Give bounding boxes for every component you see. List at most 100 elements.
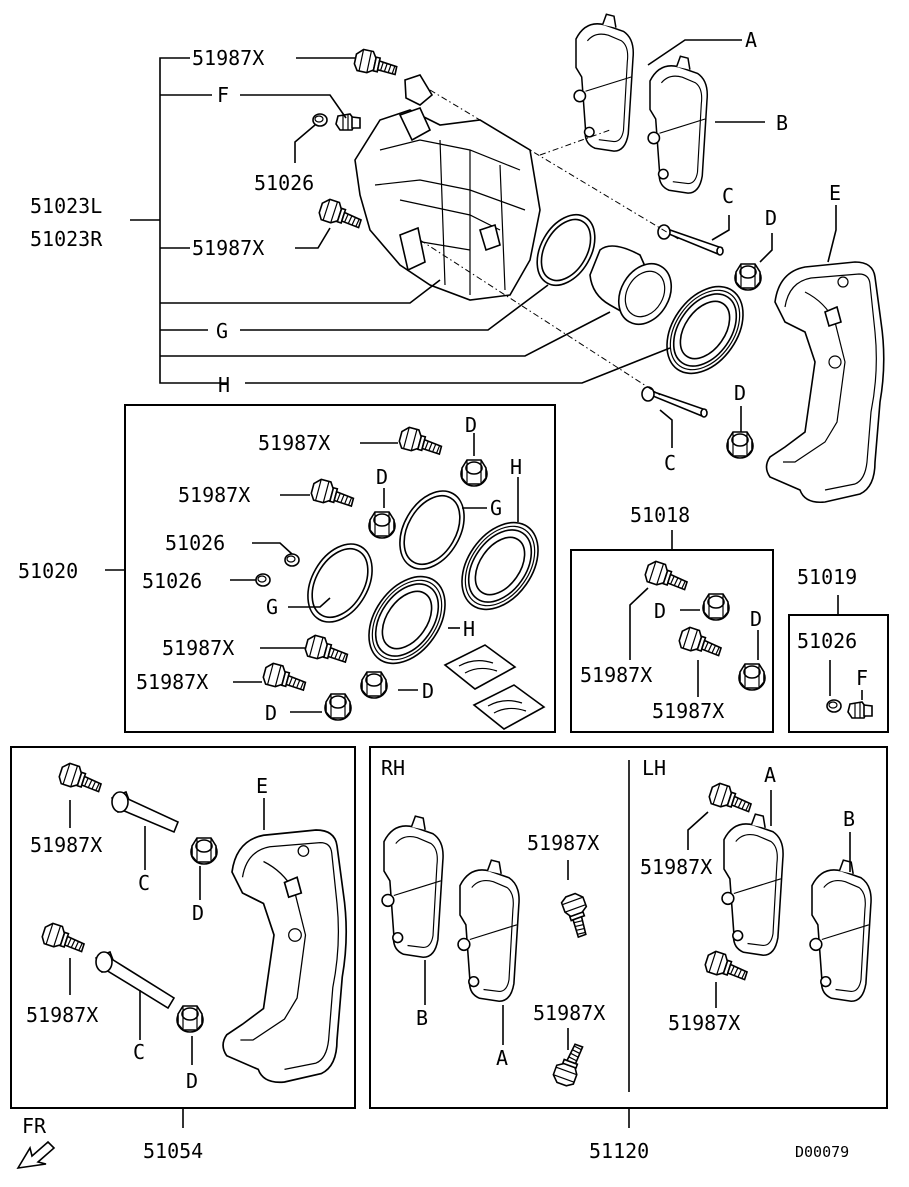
label-bracket-kit: 51054: [143, 1139, 203, 1163]
label-f: F: [856, 666, 868, 690]
bolt-icon: [316, 196, 365, 233]
bleeder-cap-icon: [312, 113, 328, 127]
nut-icon: [190, 837, 218, 865]
label-d: D: [186, 1069, 198, 1093]
label-bolt: 51987X: [26, 1003, 98, 1027]
label-b: B: [843, 807, 855, 831]
label-bleeder-cap: 51026: [165, 531, 225, 555]
brake-pad-rh-b: [381, 815, 444, 959]
bolt-icon: [302, 633, 351, 667]
bleeder-screw-icon: [335, 113, 361, 131]
front-indicator: FR: [16, 1114, 56, 1170]
seal-ring-icon: [385, 478, 479, 582]
label-d: D: [192, 901, 204, 925]
label-bolt: 51987X: [192, 46, 264, 70]
label-b: B: [776, 111, 788, 135]
label-seal-kit: 51020: [18, 559, 78, 583]
bleeder-screw-icon: [847, 701, 873, 719]
label-a: A: [496, 1046, 508, 1070]
bolt-icon: [352, 47, 400, 80]
bolt-icon: [308, 477, 357, 511]
label-h: H: [510, 455, 522, 479]
label-bolt: 51987X: [178, 483, 250, 507]
label-d: D: [422, 679, 434, 703]
label-g: G: [490, 496, 502, 520]
slide-pin-icon: [94, 950, 176, 1010]
bleeder-cap-icon: [255, 573, 271, 587]
nut-icon: [368, 511, 396, 539]
label-bolt: 51987X: [580, 663, 652, 687]
label-bolt: 51987X: [136, 670, 208, 694]
nut-icon: [176, 1005, 204, 1033]
label-caliper-l: 51023L: [30, 194, 102, 218]
caliper-bracket-e: [222, 829, 348, 1084]
brake-pad-lh-b: [809, 859, 872, 1003]
bolt-icon: [642, 558, 691, 595]
bolt-icon: [260, 661, 309, 695]
nut-icon: [460, 459, 488, 487]
label-a: A: [764, 763, 776, 787]
nut-icon: [324, 693, 352, 721]
label-lh: LH: [642, 756, 666, 780]
brake-pad-rh-a: [457, 859, 520, 1003]
label-bolt: 51987X: [668, 1011, 740, 1035]
nut-icon: [360, 671, 388, 699]
bracket-kit-box: 51054 E 51987X C D 51987X C D: [10, 746, 356, 1163]
nut-icon: [702, 593, 730, 621]
slide-pin-icon: [110, 790, 180, 834]
bolt-icon: [559, 890, 597, 940]
label-bleeder-cap: 51026: [142, 569, 202, 593]
label-d: D: [734, 381, 746, 405]
label-front: FR: [22, 1114, 47, 1138]
label-d: D: [765, 206, 777, 230]
bolt-icon: [56, 760, 105, 797]
ref-code: D00079: [795, 1143, 849, 1161]
label-caliper-r: 51023R: [30, 227, 103, 251]
label-g: G: [266, 595, 278, 619]
bolt-icon: [396, 425, 445, 459]
label-a: A: [745, 28, 757, 52]
label-bolt: 51987X: [162, 636, 234, 660]
bolt-icon: [676, 624, 725, 661]
bleeder-cap-icon: [826, 699, 842, 713]
label-e: E: [829, 181, 841, 205]
label-e: E: [256, 774, 268, 798]
pad-kit-box: 51120 RH LH B A 51987X 51987X A B: [369, 746, 888, 1163]
label-h: H: [218, 373, 230, 397]
bolt-icon: [706, 780, 755, 817]
label-bolt: 51987X: [258, 431, 330, 455]
label-bolt: 51987X: [527, 831, 599, 855]
front-arrow-icon: [16, 1140, 56, 1170]
label-d: D: [750, 607, 762, 631]
label-h: H: [463, 617, 475, 641]
label-bolt: 51987X: [652, 699, 724, 723]
label-c: C: [133, 1040, 145, 1064]
brake-pad-lh-a: [721, 813, 784, 957]
bushing-kit-box: 51018 D D 51987X 51987X: [570, 503, 774, 733]
bolt-icon: [702, 948, 751, 985]
caliper-body: [354, 74, 541, 301]
label-bleeder-cap: 51026: [797, 629, 857, 653]
label-d: D: [265, 701, 277, 725]
cap-kit-box: 51019 51026 F: [788, 565, 889, 733]
label-c: C: [138, 871, 150, 895]
brake-pad-b: [647, 55, 709, 194]
bleeder-cap-icon: [284, 553, 300, 567]
label-bleeder-cap: 51026: [254, 171, 314, 195]
grease-packet-icon: [473, 684, 545, 730]
label-d: D: [465, 413, 477, 437]
label-bolt: 51987X: [640, 855, 712, 879]
label-pad-kit: 51120: [589, 1139, 649, 1163]
label-d: D: [376, 465, 388, 489]
label-bolt: 51987X: [192, 236, 264, 260]
brake-pad-a: [573, 13, 635, 152]
label-c: C: [664, 451, 676, 475]
nut-icon: [738, 663, 766, 691]
nut-icon: [734, 263, 762, 291]
piston-seal-ring: [536, 213, 596, 287]
bolt-icon: [39, 920, 88, 957]
label-f: F: [217, 83, 229, 107]
caliper-bracket-e: [765, 261, 885, 504]
caliper-exploded-view: 51987X F 51026 51023L 51023R 51987X G H …: [30, 13, 885, 504]
